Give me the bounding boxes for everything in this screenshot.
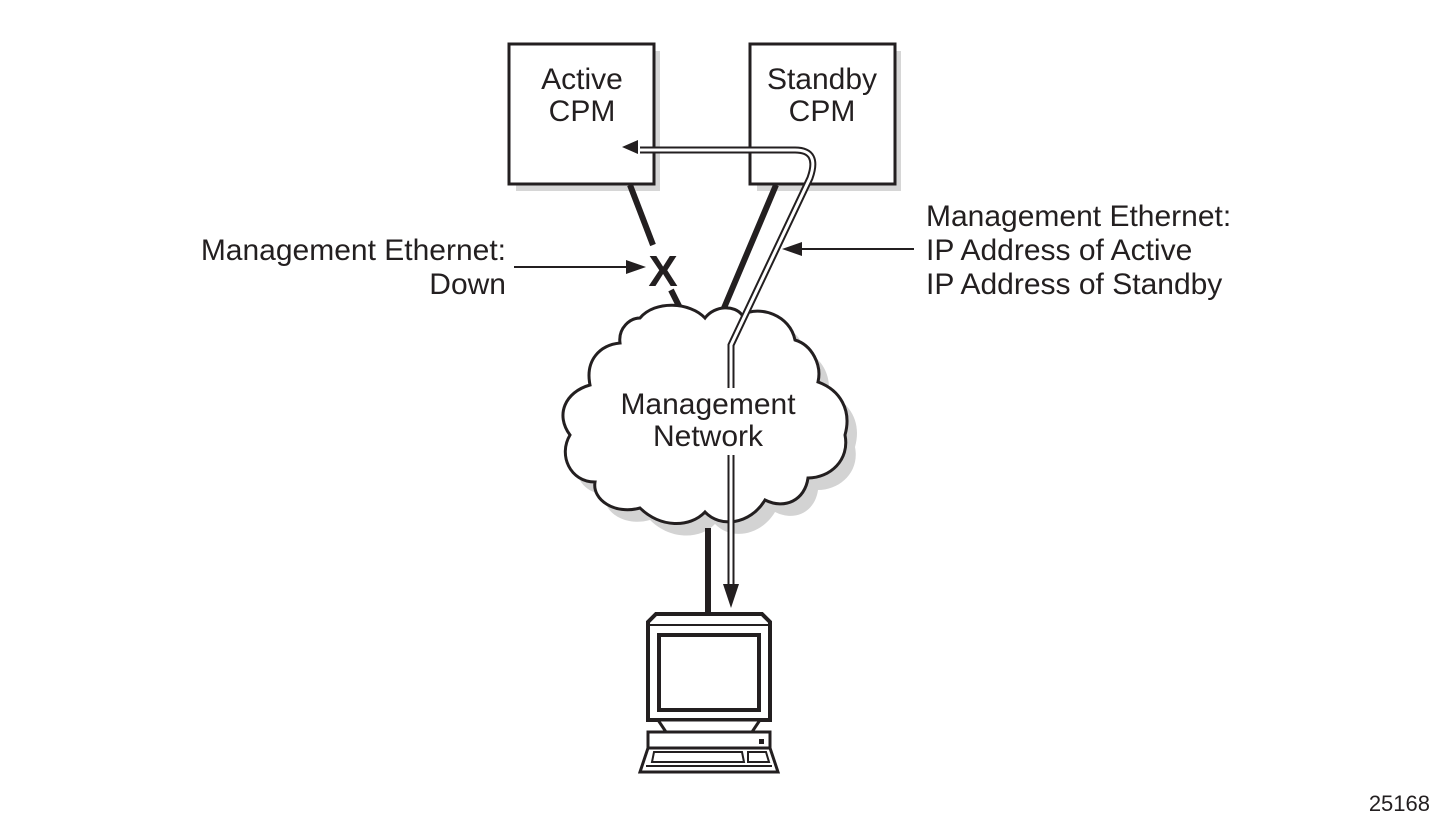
ip-callout-line1: Management Ethernet:: [926, 200, 1231, 233]
arrow-to-active-cpm-icon: [622, 140, 638, 154]
standby-cpm-box: [748, 42, 897, 186]
keyboard-keys: [650, 751, 746, 763]
ip-address-callout: Management Ethernet: IP Address of Activ…: [782, 200, 1231, 301]
monitor-stand: [655, 718, 763, 734]
link-down-callout-line2: Down: [429, 268, 506, 301]
management-traffic-path: [622, 140, 817, 608]
active-cpm-label-line2: CPM: [549, 95, 616, 128]
standby-cpm-label-line1: Standby: [767, 63, 877, 96]
arrow-to-workstation-icon: [723, 584, 739, 608]
active-link-upper-segment: [627, 183, 656, 247]
link-down-leader-arrow-icon: [626, 260, 646, 274]
standby-cpm-label-line2: CPM: [789, 95, 856, 128]
figure-number: 25168: [1369, 791, 1430, 816]
link-down-callout-line1: Management Ethernet:: [201, 234, 506, 267]
cloud-label-backdrop: [612, 385, 804, 455]
standby-ethernet-link: [721, 183, 779, 310]
cloud-label-line2: Network: [653, 420, 764, 453]
workstation-computer-icon: [637, 612, 781, 774]
ip-callout-leader-arrow-icon: [782, 242, 802, 256]
monitor-screen: [657, 633, 761, 712]
active-cpm-label-line1: Active: [541, 63, 623, 96]
standby-cpm-node: Standby CPM: [748, 42, 901, 191]
power-indicator-icon: [759, 739, 764, 744]
management-network-cloud: Management Network: [561, 303, 857, 536]
cloud-label-line1: Management: [620, 388, 796, 421]
ip-callout-line2: IP Address of Active: [926, 234, 1192, 267]
active-cpm-box: [507, 42, 656, 186]
computer-base-unit: [646, 730, 772, 750]
ip-callout-line3: IP Address of Standby: [926, 268, 1222, 301]
active-ethernet-link: X: [627, 183, 683, 310]
keyboard-keypad: [747, 751, 771, 763]
traffic-path-upper-inner: [640, 148, 815, 388]
link-down-callout: Management Ethernet: Down: [201, 234, 646, 301]
active-cpm-node: Active CPM: [507, 42, 660, 191]
link-down-x-marker: X: [648, 247, 677, 296]
